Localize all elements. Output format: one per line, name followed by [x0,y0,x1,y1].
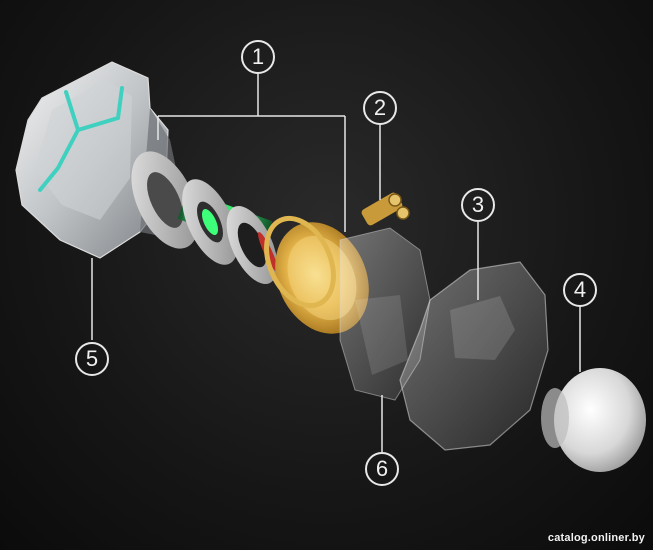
callout-leader-lines [91,74,581,452]
clear-inner-housing [339,227,431,401]
callout-6: 6 [365,452,399,486]
driver-magnet [131,151,278,284]
leader-line-1 [157,74,346,232]
mmcx-connector-pins [361,192,410,226]
transparent-outer-shell [399,261,549,451]
callout-5: 5 [75,342,109,376]
callout-3: 3 [461,188,495,222]
ear-tip [541,368,646,472]
callout-2: 2 [363,91,397,125]
watermark: catalog.onliner.by [547,532,645,544]
callout-4: 4 [563,273,597,307]
faceplate-shell [15,61,185,259]
callout-1: 1 [241,40,275,74]
